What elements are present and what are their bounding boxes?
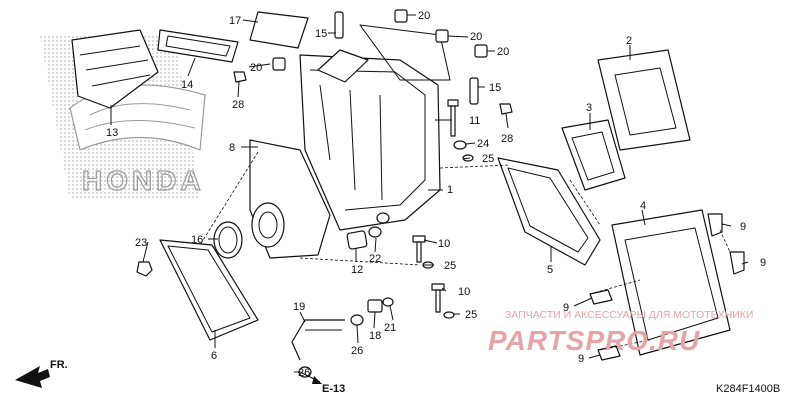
part-26-clamp-a (350, 314, 364, 326)
callout-10-b: 10 (458, 286, 470, 298)
callout-15-a: 15 (315, 28, 327, 40)
part-9-clip-d (597, 345, 621, 361)
part-20-clip-b (435, 29, 449, 43)
callout-9-a: 9 (740, 221, 746, 233)
callout-14: 14 (181, 79, 193, 91)
callout-24: 24 (477, 138, 489, 150)
callout-20-c: 20 (497, 46, 509, 58)
front-direction-label: FR. (50, 359, 68, 371)
part-1-case (299, 24, 451, 231)
callout-21: 21 (384, 322, 396, 334)
part-19-drain-tube (291, 319, 345, 361)
callout-26-b: 26 (298, 367, 310, 379)
part-9-clip-a (707, 213, 723, 237)
part-14-duct (157, 29, 239, 63)
callout-9-b: 9 (760, 257, 766, 269)
callout-26-a: 26 (351, 345, 363, 357)
callout-9-d: 9 (578, 353, 584, 365)
callout-28-b: 28 (501, 133, 513, 145)
part-3-filter-element (561, 119, 626, 191)
part-6-gasket (159, 239, 259, 341)
part-10-bolt-upper (412, 235, 426, 263)
part-21-clip (382, 297, 394, 307)
callout-2: 2 (626, 35, 632, 47)
part-22-grommet (368, 212, 390, 238)
callouts: 1 2 3 4 5 6 8 9 9 9 9 10 10 11 12 13 14 … (106, 10, 766, 379)
part-5-cover-frame (497, 157, 601, 266)
callout-20-d: 20 (250, 62, 262, 74)
part-23-nut (136, 261, 153, 277)
part-12-sleeve (346, 230, 368, 250)
part-25-clip-c (443, 311, 455, 319)
part-16-clamp (213, 221, 243, 259)
callout-19: 19 (293, 301, 305, 313)
section-ref[interactable]: E-13 (299, 371, 345, 395)
part-4-housing (611, 209, 731, 356)
callout-25-a: 25 (482, 153, 494, 165)
diagram-code: K284F1400B (716, 383, 780, 395)
callout-12: 12 (351, 264, 363, 276)
callout-23: 23 (135, 237, 147, 249)
callout-5: 5 (547, 264, 553, 276)
part-20-clip-d (272, 57, 286, 71)
part-9-clip-c (589, 289, 613, 305)
callout-20-a: 20 (418, 10, 430, 22)
part-20-clip-a (394, 9, 408, 23)
front-direction-arrow (15, 366, 50, 388)
callout-11: 11 (469, 115, 480, 127)
callout-6: 6 (211, 350, 217, 362)
part-13-cover (71, 29, 159, 109)
guide-lines (199, 151, 731, 351)
part-24-grommet (453, 140, 467, 150)
part-9-clip-b (729, 251, 745, 275)
callout-9-c: 9 (563, 302, 569, 314)
callout-20-b: 20 (470, 31, 482, 43)
callout-15-b: 15 (489, 82, 501, 94)
part-17-plate (249, 11, 309, 49)
callout-4: 4 (640, 200, 646, 212)
part-10-bolt-lower (431, 283, 445, 313)
callout-13: 13 (106, 127, 118, 139)
callout-18: 18 (369, 330, 381, 342)
part-20-clip-c (474, 44, 488, 58)
leader-lines (110, 14, 749, 373)
callout-10-a: 10 (438, 238, 450, 250)
section-ref-label[interactable]: E-13 (322, 383, 345, 395)
part-18-plug (367, 299, 383, 313)
part-28-screw-a (233, 71, 247, 83)
callout-16: 16 (191, 234, 203, 246)
callout-3: 3 (586, 102, 592, 114)
part-15-strip-b (469, 77, 479, 105)
callout-1: 1 (447, 184, 453, 196)
callout-22: 22 (369, 253, 381, 265)
part-15-strip-a (334, 11, 344, 39)
honda-logo-text: HONDA (82, 165, 205, 196)
callout-25-c: 25 (465, 309, 477, 321)
callout-8: 8 (229, 142, 235, 154)
part-8-intake-boot (249, 139, 331, 259)
part-28-screw-b (499, 103, 513, 115)
watermark-title: PARTSPRO.RU (488, 325, 700, 356)
part-11-bolt (447, 99, 459, 137)
callout-28-a: 28 (232, 99, 244, 111)
callout-25-b: 25 (444, 260, 456, 272)
watermark-subtitle: ЗАПЧАСТИ И АКСЕССУАРЫ ДЛЯ МОТОТЕХНИКИ (505, 309, 753, 321)
callout-17: 17 (229, 15, 241, 27)
part-2-sponge (597, 49, 691, 151)
